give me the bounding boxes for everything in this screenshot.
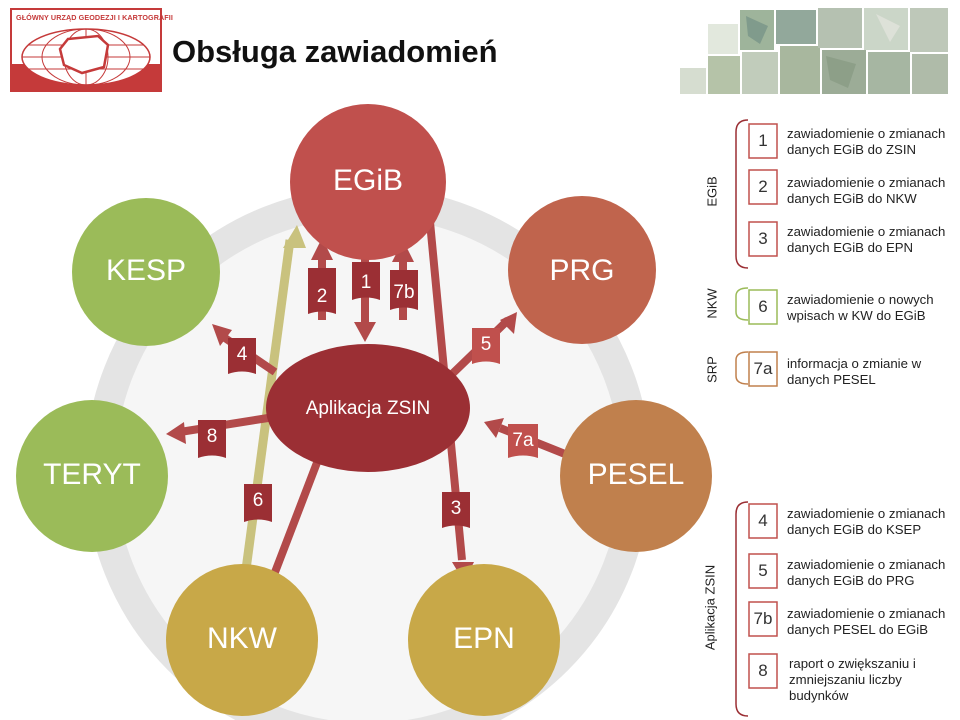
node-pesel[interactable] (560, 400, 712, 552)
badges (198, 262, 538, 528)
badge-5: 5 (480, 334, 492, 355)
node-aplikacja-label: Aplikacja ZSIN (305, 398, 431, 419)
legend-item-1: zawiadomienie o zmianach danych EGiB do … (787, 126, 946, 157)
badge-7b: 7b (393, 282, 415, 303)
node-nkw[interactable] (166, 564, 318, 716)
node-teryt-label: TERYT (43, 458, 141, 491)
legend-group-zsin: Aplikacja ZSIN (702, 564, 718, 651)
legend-num-6: 6 (758, 297, 768, 316)
legend-item-4: zawiadomienie o zmianach danych EGiB do … (787, 506, 946, 537)
badge-7a: 7a (512, 430, 534, 451)
legend-num-5: 5 (758, 561, 768, 580)
page-title: Obsługa zawiadomień (172, 34, 498, 69)
badge-4: 4 (236, 344, 248, 365)
badge-6: 6 (252, 490, 264, 511)
node-egib[interactable] (290, 104, 446, 260)
arrowhead-zsin-1 (354, 322, 376, 342)
legend-group-egib: EGiB (704, 176, 720, 207)
legend-item-2: zawiadomienie o zmianach danych EGiB do … (787, 175, 946, 206)
legend-num-1: 1 (758, 131, 768, 150)
badge-2: 2 (316, 286, 328, 307)
legend-item-7a: informacja o zmianie w danych PESEL (787, 356, 922, 387)
legend-brackets (735, 119, 778, 717)
node-pesel-label: PESEL (587, 458, 685, 491)
badge-1: 1 (360, 272, 372, 293)
legend-item-8: raport o zwiększaniu i zmniejszaniu licz… (789, 656, 916, 703)
node-prg-label: PRG (549, 254, 615, 287)
arrowhead-prg (500, 312, 517, 334)
node-kesp-label: KESP (105, 254, 187, 287)
logo-text: GŁÓWNY URZĄD GEODEZJI I KARTOGRAFII (16, 13, 173, 22)
node-teryt[interactable] (16, 400, 168, 552)
map-mosaic-image (680, 8, 948, 94)
legend-num-7a: 7a (753, 359, 773, 378)
badge-8: 8 (206, 426, 218, 447)
globe-grid-icon (21, 28, 151, 85)
gugik-logo: GŁÓWNY URZĄD GEODEZJI I KARTOGRAFII (10, 8, 173, 92)
legend-item-5: zawiadomienie o zmianach danych EGiB do … (787, 557, 946, 588)
badge-3: 3 (450, 498, 462, 519)
node-kesp[interactable] (72, 198, 220, 346)
legend-group-nkw: NKW (704, 288, 720, 319)
arrowhead-nkw-egib (283, 225, 306, 248)
legend-item-7b: zawiadomienie o zmianach danych PESEL do… (787, 606, 946, 637)
legend-num-8: 8 (758, 661, 768, 680)
legend-num-2: 2 (758, 177, 768, 196)
legend-num-4: 4 (758, 511, 768, 530)
node-prg[interactable] (508, 196, 656, 344)
arrowhead-teryt (166, 422, 186, 444)
legend-item-3: zawiadomienie o zmianach danych EGiB do … (787, 224, 946, 255)
node-nkw-label: NKW (207, 622, 277, 655)
legend-num-7b: 7b (753, 609, 773, 628)
node-aplikacja-zsin[interactable] (266, 344, 470, 472)
arrow-zsin-to-nkw (268, 458, 322, 582)
header: GŁÓWNY URZĄD GEODEZJI I KARTOGRAFII Obsł… (0, 0, 960, 100)
node-egib-label: EGiB (332, 164, 404, 197)
arrowhead-zsin-7a (484, 418, 504, 438)
legend-group-srp: SRP (704, 356, 720, 383)
node-epn-label: EPN (453, 622, 515, 655)
node-epn[interactable] (408, 564, 560, 716)
legend-item-6: zawiadomienie o nowych wpisach w KW do E… (787, 292, 934, 323)
legend-num-3: 3 (758, 229, 768, 248)
arrowhead-kesp (212, 324, 232, 346)
